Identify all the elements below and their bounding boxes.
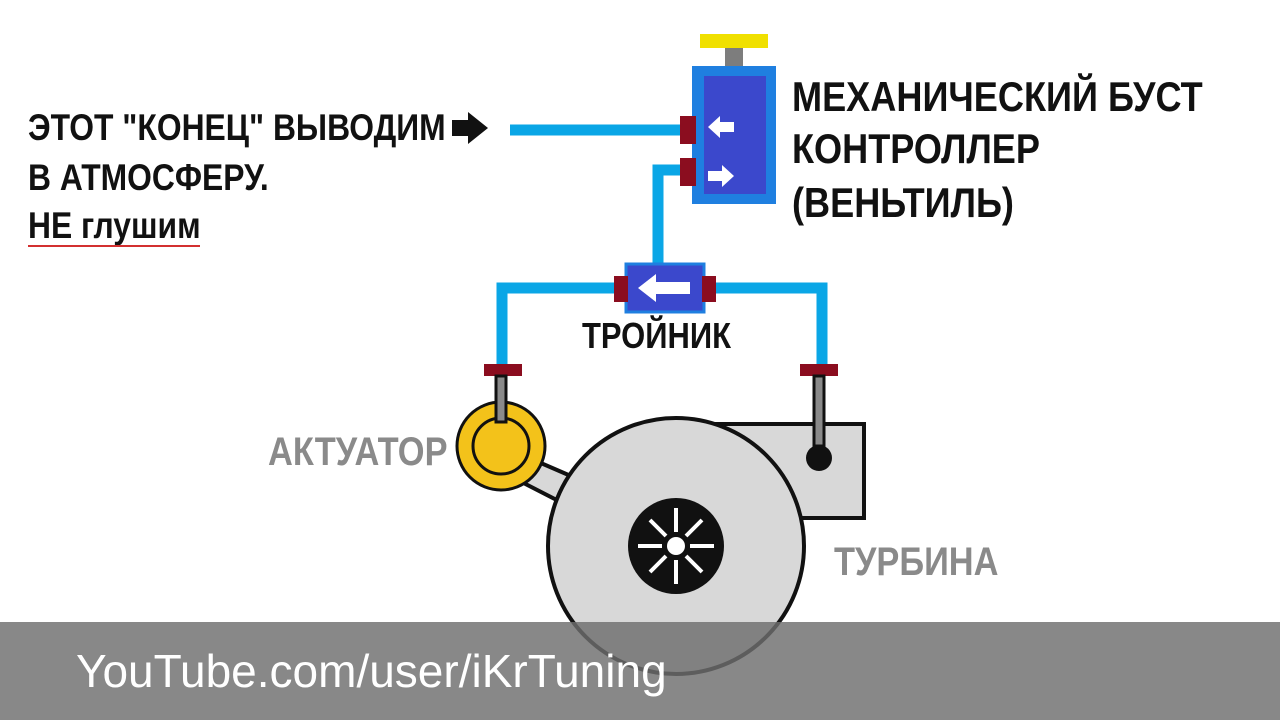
arrow-left-icon [708, 116, 734, 138]
vent-note-line-3: НЕ глушим [28, 205, 201, 246]
tee-label: ТРОЙНИК [582, 315, 731, 356]
pressure-lines [494, 374, 826, 448]
wheel-blades [638, 508, 714, 584]
channel-url: YouTube.com/user/iKrTuning [76, 645, 667, 697]
wheel-hub [667, 537, 685, 555]
turbine-pressure-line [812, 374, 826, 448]
actuator-pressure-line [494, 374, 508, 424]
arrow-left-icon [638, 274, 690, 302]
footer-bar [0, 622, 1280, 720]
arrow-right-icon [452, 112, 488, 144]
turbine-hose-fitting [800, 364, 838, 376]
hoses [496, 124, 828, 368]
boost-controller-valve [680, 34, 776, 204]
vent-note-underline [28, 245, 200, 247]
valve-knob [700, 34, 768, 48]
arrow-right-icon [708, 165, 734, 187]
vent-note-line-2: В АТМОСФЕРУ. [28, 157, 269, 198]
tee-to-actuator-hose [496, 282, 618, 368]
vent-note-line-1: ЭТОТ "КОНЕЦ" ВЫВОДИМ [28, 107, 446, 148]
controller-label-line-2: КОНТРОЛЛЕР [792, 125, 1040, 172]
actuator-hose-fitting [484, 364, 522, 376]
tee-fitting [614, 262, 716, 314]
actuator [455, 400, 547, 492]
valve-fitting-bottom [680, 158, 696, 186]
controller-label-line-3: (ВЕНЬТИЛЬ) [792, 179, 1014, 226]
actuator-label: АКТУАТОР [268, 430, 448, 474]
controller-label-line-1: МЕХАНИЧЕСКИЙ БУСТ [792, 73, 1203, 120]
valve-fitting-top [680, 116, 696, 144]
actuator-diaphragm [471, 416, 531, 476]
tee-fitting-right [702, 276, 716, 302]
controller-to-tee-hose [652, 164, 688, 268]
wastegate-port [806, 445, 832, 471]
tee-fitting-left [614, 276, 628, 302]
valve-stem [725, 48, 743, 66]
turbine-label: ТУРБИНА [834, 540, 999, 584]
tee-to-turbine-hose [712, 282, 828, 368]
